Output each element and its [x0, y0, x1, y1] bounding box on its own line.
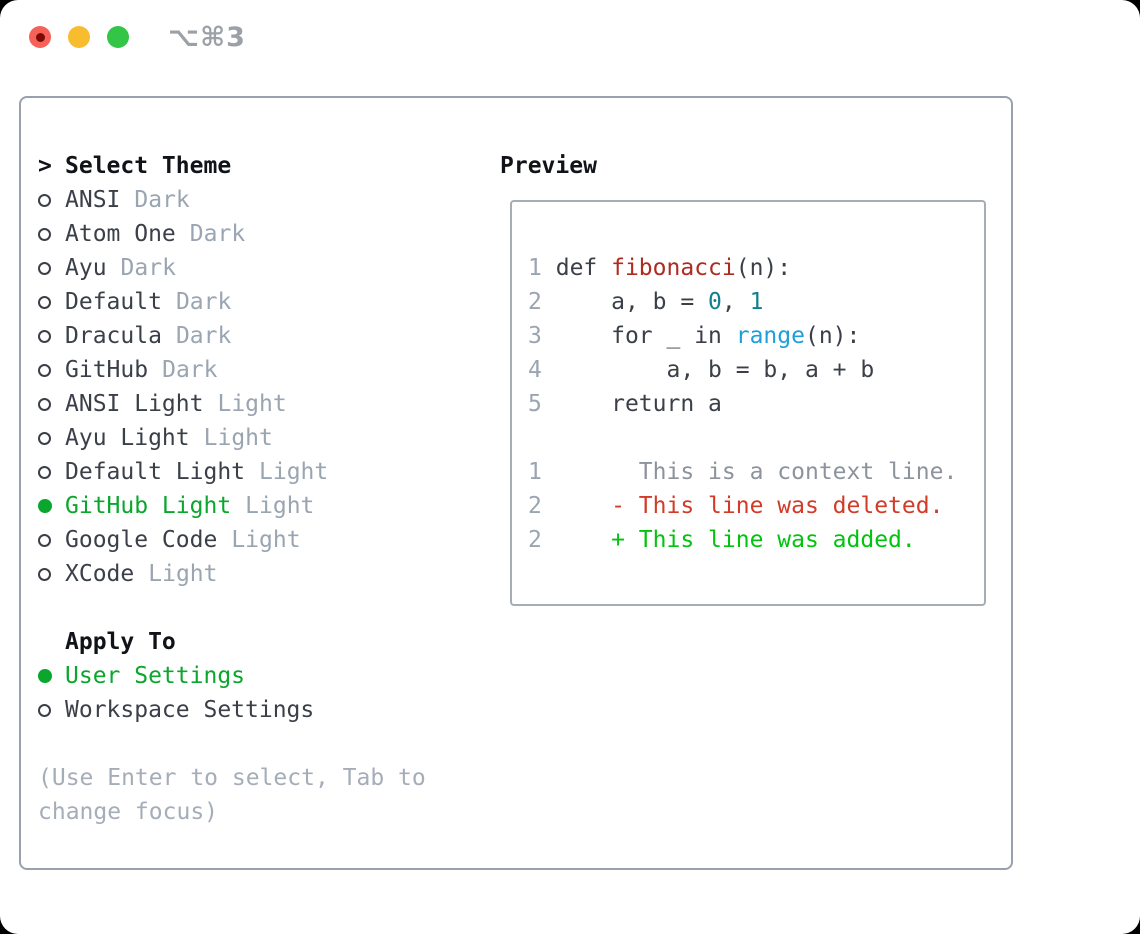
theme-variant: Dark: [175, 289, 232, 315]
theme-option-ayu-light-light[interactable]: Ayu Light Light: [38, 421, 442, 455]
radio-icon: [38, 329, 51, 343]
code-segment-context: This is a context line.: [555, 459, 958, 485]
code-segment-code: (n):: [804, 323, 861, 349]
theme-option-github-light-light[interactable]: GitHub Light Light: [38, 489, 442, 523]
code-segment-function: fibonacci: [611, 255, 736, 281]
theme-name: GitHub Light: [65, 493, 232, 519]
theme-name: Atom One: [65, 221, 176, 247]
line-number: 1: [528, 459, 542, 485]
minimize-button[interactable]: [68, 26, 90, 48]
theme-variant: Light: [259, 459, 329, 485]
theme-name: ANSI: [65, 187, 121, 213]
select-theme-label: Select Theme: [65, 153, 232, 179]
code-segment-code: (n):: [735, 255, 792, 281]
apply-option-workspace-settings[interactable]: Workspace Settings: [38, 693, 442, 727]
apply-to-heading: Apply To: [38, 625, 442, 659]
line-number: 4: [528, 357, 542, 383]
radio-icon: [38, 295, 51, 309]
theme-name: Ayu: [65, 255, 107, 281]
gap: [38, 727, 442, 761]
code-segment-number: 0: [708, 289, 722, 315]
theme-option-atom-one-dark[interactable]: Atom One Dark: [38, 217, 442, 251]
apply-option-label: Workspace Settings: [65, 697, 315, 723]
preview-code: 1 def fibonacci(n): 2 a, b = 0, 1 3 for …: [512, 202, 984, 557]
code-segment-number: 1: [749, 289, 764, 315]
theme-variant: Dark: [134, 187, 190, 213]
radio-icon: [38, 567, 51, 581]
preview-heading: Preview: [500, 153, 597, 179]
title-bar: ⌥⌘3: [29, 22, 246, 53]
theme-option-default-dark[interactable]: Default Dark: [38, 285, 442, 319]
code-segment-builtin: range: [735, 323, 805, 349]
apply-option-label: User Settings: [65, 663, 246, 689]
theme-variant: Dark: [175, 323, 232, 349]
window-title: ⌥⌘3: [168, 21, 246, 53]
code-segment-code: return a: [555, 391, 722, 417]
radio-icon: [38, 465, 51, 479]
keyboard-hint: (Use Enter to select, Tab to change focu…: [38, 765, 426, 825]
code-segment-code: ,: [721, 289, 750, 315]
close-button[interactable]: [29, 26, 51, 48]
line-number: 1: [528, 255, 542, 281]
theme-option-xcode-light[interactable]: XCode Light: [38, 557, 442, 591]
theme-option-google-code-light[interactable]: Google Code Light: [38, 523, 442, 557]
theme-variant: Light: [148, 561, 218, 587]
theme-name: Default Light: [65, 459, 246, 485]
theme-variant: Light: [203, 425, 273, 451]
theme-name: Default: [65, 289, 162, 315]
code-segment-deleted: - This line was deleted.: [555, 493, 944, 519]
theme-name: Google Code: [65, 527, 218, 553]
zoom-button[interactable]: [107, 26, 129, 48]
prompt-caret-icon: >: [38, 153, 52, 179]
unsaved-dot-icon: [35, 32, 45, 42]
line-number: 3: [528, 323, 542, 349]
radio-icon: [38, 431, 51, 445]
theme-variant: Dark: [120, 255, 176, 281]
select-theme-heading: > Select Theme: [38, 149, 442, 183]
theme-option-ayu-dark[interactable]: Ayu Dark: [38, 251, 442, 285]
line-number: 2: [528, 289, 542, 315]
theme-name: XCode: [65, 561, 135, 587]
radio-icon: [38, 261, 51, 275]
code-segment-code: a, b =: [555, 289, 709, 315]
radio-selected-icon: [38, 669, 52, 683]
code-segment-code: a, b = b, a + b: [555, 357, 875, 383]
code-segment-code: for _ in: [555, 323, 736, 349]
radio-icon: [38, 703, 51, 717]
radio-icon: [38, 363, 51, 377]
radio-selected-icon: [38, 499, 52, 513]
apply-to-label: Apply To: [65, 629, 176, 655]
line-number: 2: [528, 527, 542, 553]
radio-icon: [38, 193, 51, 207]
theme-variant: Light: [231, 527, 301, 553]
theme-variant: Dark: [189, 221, 246, 247]
radio-icon: [38, 397, 51, 411]
line-number: 2: [528, 493, 542, 519]
theme-name: ANSI Light: [65, 391, 204, 417]
radio-icon: [38, 227, 51, 241]
gap: [38, 591, 442, 625]
theme-name: Dracula: [65, 323, 162, 349]
apply-option-user-settings[interactable]: User Settings: [38, 659, 442, 693]
code-segment-added: + This line was added.: [555, 527, 916, 553]
code-segment-code: def: [555, 255, 612, 281]
theme-variant: Light: [217, 391, 287, 417]
theme-option-github-dark[interactable]: GitHub Dark: [38, 353, 442, 387]
theme-name: Ayu Light: [65, 425, 190, 451]
theme-option-ansi-dark[interactable]: ANSI Dark: [38, 183, 442, 217]
theme-option-dracula-dark[interactable]: Dracula Dark: [38, 319, 442, 353]
theme-option-ansi-light-light[interactable]: ANSI Light Light: [38, 387, 442, 421]
theme-name: GitHub: [65, 357, 149, 383]
theme-variant: Light: [245, 493, 315, 519]
theme-option-default-light-light[interactable]: Default Light Light: [38, 455, 442, 489]
theme-variant: Dark: [162, 357, 218, 383]
radio-icon: [38, 533, 51, 547]
preview-box: 1 def fibonacci(n): 2 a, b = 0, 1 3 for …: [510, 200, 986, 606]
line-number: 5: [528, 391, 542, 417]
